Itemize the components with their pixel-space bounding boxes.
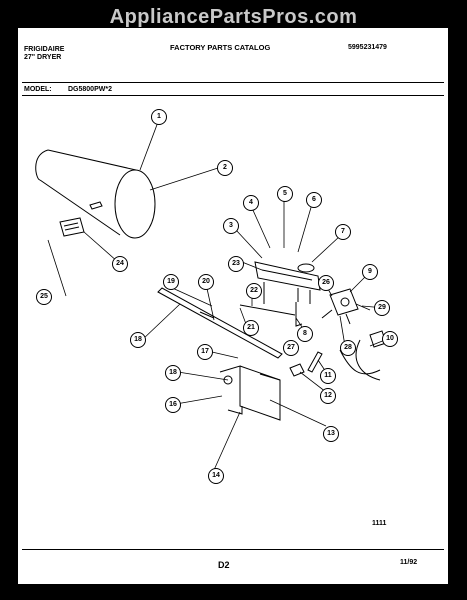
callout-11: 11	[320, 368, 336, 384]
bracket-drawing	[59, 217, 85, 237]
model-rule	[22, 95, 444, 96]
callout-22: 22	[246, 283, 262, 299]
callout-6: 6	[306, 192, 322, 208]
callout-18: 18	[165, 365, 181, 381]
footer-rule	[22, 549, 444, 550]
callout-7: 7	[335, 224, 351, 240]
small-parts-drawing	[289, 351, 323, 377]
callout-24: 24	[112, 256, 128, 272]
callout-19: 19	[163, 274, 179, 290]
gas-valve-drawing	[321, 288, 359, 325]
callout-10: 10	[382, 331, 398, 347]
callout-27: 27	[283, 340, 299, 356]
date-code: 11/92	[400, 559, 418, 566]
callout-26: 26	[318, 275, 334, 291]
catalog-number: 5995231479	[348, 44, 387, 51]
callout-18b: 18	[130, 332, 146, 348]
model-value: DG5800PW*2	[68, 86, 112, 93]
callout-9: 9	[362, 264, 378, 280]
callout-14: 14	[208, 468, 224, 484]
callout-29: 29	[374, 300, 390, 316]
watermark: AppliancePartsPros.com	[109, 6, 358, 28]
page-number: D2	[218, 560, 230, 570]
dryer-drum-drawing	[35, 149, 156, 239]
callout-5: 5	[277, 186, 293, 202]
callout-1: 1	[151, 109, 167, 125]
drawing-code: 1111	[372, 520, 387, 527]
brand-label: FRIGIDAIRE	[24, 46, 65, 53]
product-label: 27" DRYER	[24, 54, 62, 61]
callout-8: 8	[297, 326, 313, 342]
callout-16: 16	[165, 397, 181, 413]
mounting-bracket-drawing	[219, 365, 281, 421]
rod-drawing	[157, 287, 283, 359]
callout-2: 2	[217, 160, 233, 176]
callout-17: 17	[197, 344, 213, 360]
callout-20: 20	[198, 274, 214, 290]
callout-28: 28	[340, 340, 356, 356]
callout-25: 25	[36, 289, 52, 305]
callout-23: 23	[228, 256, 244, 272]
catalog-title: FACTORY PARTS CATALOG	[170, 43, 271, 52]
callout-12: 12	[320, 388, 336, 404]
header-rule	[22, 82, 444, 83]
callout-4: 4	[243, 195, 259, 211]
model-label: MODEL:	[24, 86, 52, 93]
callout-3: 3	[223, 218, 239, 234]
callout-13: 13	[323, 426, 339, 442]
callout-21: 21	[243, 320, 259, 336]
